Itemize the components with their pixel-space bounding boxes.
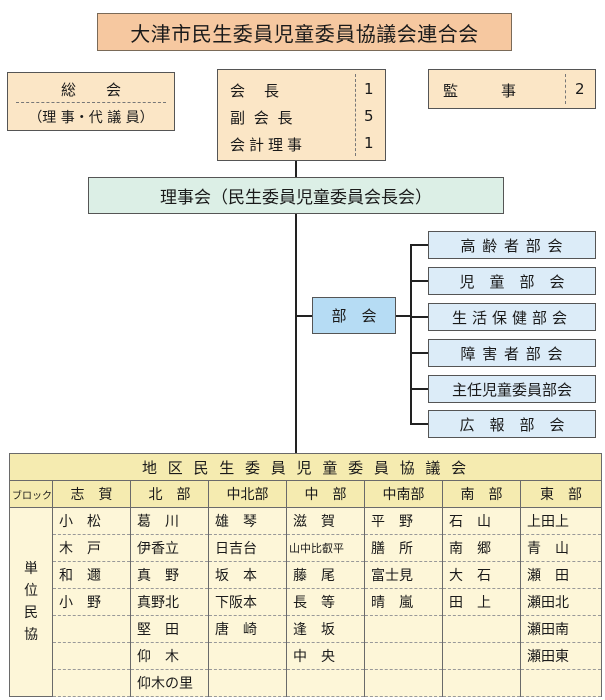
district-council-header: 地 区 民 生 委 員 児 童 委 員 協 議 会 bbox=[8, 453, 603, 481]
officer-count: 5 bbox=[364, 107, 374, 125]
empty-cell bbox=[364, 642, 443, 670]
officer-role: 副 会 長 bbox=[230, 109, 295, 127]
unit-association-label: 単位民協 bbox=[9, 507, 53, 697]
officer-role: 会計理事 bbox=[230, 136, 307, 154]
unit-association: 小 松 bbox=[52, 507, 131, 535]
empty-cell bbox=[208, 642, 287, 670]
officers-box: 会 長 1 副 会 長 5 会計理事 1 bbox=[217, 69, 386, 161]
officer-role: 会 長 bbox=[230, 82, 282, 100]
unit-association: 雄 琴 bbox=[208, 507, 287, 535]
general-assembly-members: （理 事・代 議 員） bbox=[28, 110, 154, 126]
general-assembly-label: 総 会 bbox=[60, 81, 121, 99]
empty-cell bbox=[364, 615, 443, 643]
auditor-role: 監 事 bbox=[443, 82, 531, 100]
unit-association: 仰木の里 bbox=[130, 669, 209, 697]
subcommittee-publicity: 広 報 部 会 bbox=[428, 410, 596, 438]
district-council-table: 地 区 民 生 委 員 児 童 委 員 協 議 会 ブロック 志 賀北 部中北部… bbox=[8, 453, 603, 697]
subcommittee-chief-child: 主任児童委員部会 bbox=[428, 375, 596, 403]
unit-association: 伊香立 bbox=[130, 534, 209, 562]
subcommittee-label: 主任児童委員部会 bbox=[451, 380, 572, 399]
block-name: 東 部 bbox=[519, 480, 603, 508]
unit-association: 日吉台 bbox=[208, 534, 287, 562]
unit-association: 木 戸 bbox=[52, 534, 131, 562]
unit-label-char: 単 bbox=[24, 561, 38, 577]
empty-cell bbox=[52, 615, 131, 643]
unit-association: 瀬 田 bbox=[519, 561, 603, 589]
block-name: 北 部 bbox=[130, 480, 209, 508]
auditor-box: 監 事 2 bbox=[428, 69, 596, 109]
subcommittee-children: 児 童 部 会 bbox=[428, 267, 596, 295]
unit-association: 青 山 bbox=[519, 534, 603, 562]
unit-label-char: 位 bbox=[24, 583, 38, 599]
unit-label-char: 民 bbox=[24, 605, 38, 621]
unit-association: 滋 賀 bbox=[286, 507, 365, 535]
unit-association: 瀬田南 bbox=[519, 615, 603, 643]
auditor-count: 2 bbox=[575, 80, 585, 98]
empty-cell bbox=[52, 642, 131, 670]
unit-association: 長 等 bbox=[286, 588, 365, 616]
unit-association: 真野北 bbox=[130, 588, 209, 616]
unit-association: 南 郷 bbox=[442, 534, 521, 562]
committee-label: 部 会 bbox=[331, 307, 377, 325]
unit-association: 坂 本 bbox=[208, 561, 287, 589]
unit-association: 膳 所 bbox=[364, 534, 443, 562]
unit-association: 田 上 bbox=[442, 588, 521, 616]
unit-association: 石 山 bbox=[442, 507, 521, 535]
empty-cell bbox=[364, 669, 443, 697]
unit-association: 大 石 bbox=[442, 561, 521, 589]
empty-cell bbox=[442, 642, 521, 670]
unit-association: 瀬田北 bbox=[519, 588, 603, 616]
empty-cell bbox=[519, 669, 603, 697]
block-label: ブロック bbox=[9, 480, 53, 508]
subcommittee-label: 広 報 部 会 bbox=[459, 415, 565, 434]
block-name: 南 部 bbox=[442, 480, 521, 508]
unit-association: 小 野 bbox=[52, 588, 131, 616]
unit-association: 富士見 bbox=[364, 561, 443, 589]
subcommittee-label: 障 害 者 部 会 bbox=[460, 344, 564, 363]
subcommittee-label: 児 童 部 会 bbox=[459, 272, 565, 291]
unit-association: 上田上 bbox=[519, 507, 603, 535]
empty-cell bbox=[52, 669, 131, 697]
unit-association: 和 邇 bbox=[52, 561, 131, 589]
empty-cell bbox=[208, 669, 287, 697]
block-name: 中 部 bbox=[286, 480, 365, 508]
unit-association: 唐 崎 bbox=[208, 615, 287, 643]
block-name: 志 賀 bbox=[52, 480, 131, 508]
unit-association: 瀬田東 bbox=[519, 642, 603, 670]
block-name: 中南部 bbox=[364, 480, 443, 508]
committee-box: 部 会 bbox=[312, 297, 396, 334]
unit-association: 葛 川 bbox=[130, 507, 209, 535]
unit-association: 下阪本 bbox=[208, 588, 287, 616]
officer-count: 1 bbox=[364, 134, 374, 152]
unit-association: 逢 坂 bbox=[286, 615, 365, 643]
unit-association: 藤 尾 bbox=[286, 561, 365, 589]
subcommittee-elderly: 高 齢 者 部 会 bbox=[428, 231, 596, 259]
org-title: 大津市民生委員児童委員協議会連合会 bbox=[97, 13, 512, 51]
subcommittee-label: 生活保健部会 bbox=[451, 308, 572, 327]
block-name: 中北部 bbox=[208, 480, 287, 508]
unit-label-char: 協 bbox=[24, 627, 38, 643]
empty-cell bbox=[442, 669, 521, 697]
subcommittee-disability: 障 害 者 部 会 bbox=[428, 339, 596, 367]
unit-association: 仰 木 bbox=[130, 642, 209, 670]
board-of-directors-label: 理事会（民生委員児童委員会長会） bbox=[160, 188, 432, 208]
unit-association: 平 野 bbox=[364, 507, 443, 535]
empty-cell bbox=[442, 615, 521, 643]
empty-cell bbox=[286, 669, 365, 697]
unit-association: 中 央 bbox=[286, 642, 365, 670]
board-of-directors: 理事会（民生委員児童委員会長会） bbox=[88, 177, 504, 214]
subcommittee-life-health: 生活保健部会 bbox=[428, 303, 596, 331]
unit-association: 堅 田 bbox=[130, 615, 209, 643]
general-assembly-box: 総 会 （理 事・代 議 員） bbox=[7, 72, 175, 131]
unit-association: 真 野 bbox=[130, 561, 209, 589]
unit-association: 山中比叡平 bbox=[286, 534, 365, 562]
unit-association: 晴 嵐 bbox=[364, 588, 443, 616]
subcommittee-label: 高 齢 者 部 会 bbox=[460, 236, 564, 255]
officer-count: 1 bbox=[364, 80, 374, 98]
